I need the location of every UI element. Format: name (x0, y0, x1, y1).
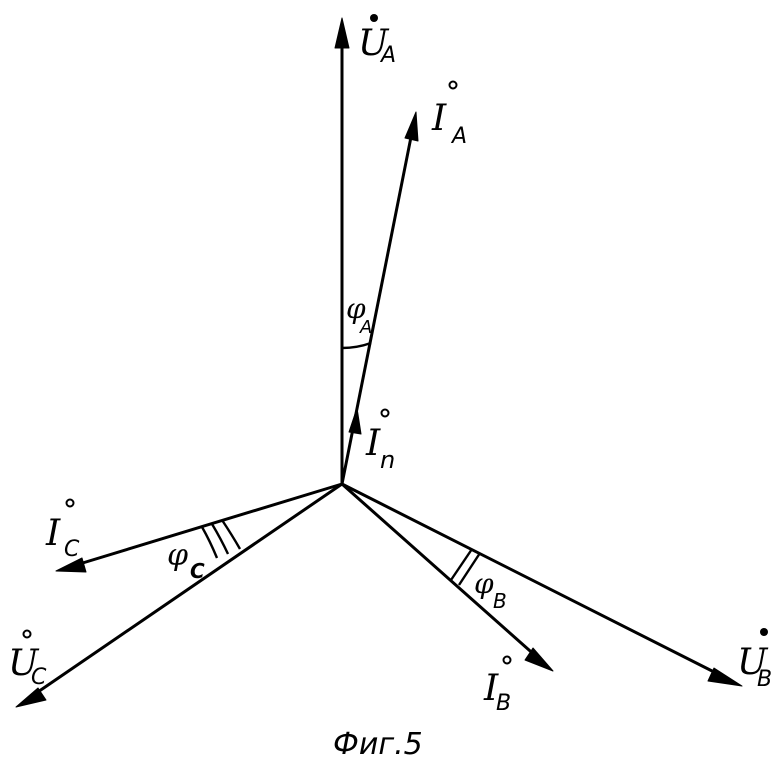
vector-ua-arrowhead (334, 17, 350, 49)
vector-ia-arrowhead (404, 111, 419, 142)
phasor-dot (448, 80, 458, 90)
label-ib: I B (483, 655, 512, 716)
vector-uc-arrowhead (15, 687, 47, 708)
vector-ub (340, 482, 743, 687)
label-ua-main: U (358, 23, 390, 64)
angle-phi-b-mark (450, 548, 482, 586)
label-phi-a-main: φ (346, 292, 366, 325)
label-phi-b-sub: B (493, 589, 507, 613)
figure-caption: Фиг.5 (333, 727, 423, 762)
vector-ib-arrowhead (524, 647, 554, 672)
label-ib-main: I (483, 668, 499, 709)
vector-ub-arrowhead (707, 667, 743, 687)
vector-in-arrowhead (348, 407, 362, 435)
vector-ic-arrowhead (55, 557, 87, 573)
label-ic-main: I (45, 513, 61, 554)
label-ub-sub: B (757, 667, 772, 692)
phasor-dot (760, 628, 768, 636)
vector-ic-line (74, 482, 344, 567)
label-phi-c-sub: C (190, 559, 205, 583)
angle-phi-a-mark (341, 341, 372, 350)
label-phi-a: φ A (346, 292, 372, 338)
label-uc: U C (8, 629, 47, 690)
label-ic-sub: C (64, 537, 80, 562)
label-ia-sub: A (450, 124, 467, 149)
phasor-dot (502, 655, 512, 665)
label-in-sub: n (380, 446, 395, 474)
label-ua: U A (358, 14, 396, 68)
label-ib-sub: B (496, 691, 511, 716)
label-uc-sub: C (31, 665, 47, 690)
label-phi-b-main: φ (474, 567, 494, 600)
vector-ib (340, 482, 554, 672)
label-in-main: I (365, 423, 381, 464)
vector-ib-line (340, 482, 540, 660)
label-phi-c-main: φ (167, 538, 188, 573)
phasor-dot (370, 14, 378, 22)
angle-phi-c-mark (200, 519, 242, 559)
label-uc-main: U (8, 643, 40, 684)
vector-ua (334, 17, 350, 486)
label-ia: I A (431, 80, 467, 149)
phasor-dot (65, 498, 75, 508)
vector-uc-line (30, 482, 344, 698)
label-ic: I C (45, 498, 80, 562)
label-phi-c: φ C (167, 538, 205, 583)
label-ia-main: I (431, 98, 447, 139)
vector-uc (15, 482, 344, 708)
vector-ub-line (340, 482, 724, 678)
vector-in (348, 407, 362, 435)
label-in: I n (365, 408, 395, 474)
label-ua-sub: A (379, 43, 396, 68)
label-phi-b: φ B (474, 567, 507, 613)
label-phi-a-sub: A (359, 317, 372, 338)
phasor-dot (380, 408, 390, 418)
label-ub-main: U (737, 642, 769, 683)
label-ub: U B (737, 628, 772, 692)
phasor-dot (22, 629, 32, 639)
vector-ic (55, 482, 344, 573)
